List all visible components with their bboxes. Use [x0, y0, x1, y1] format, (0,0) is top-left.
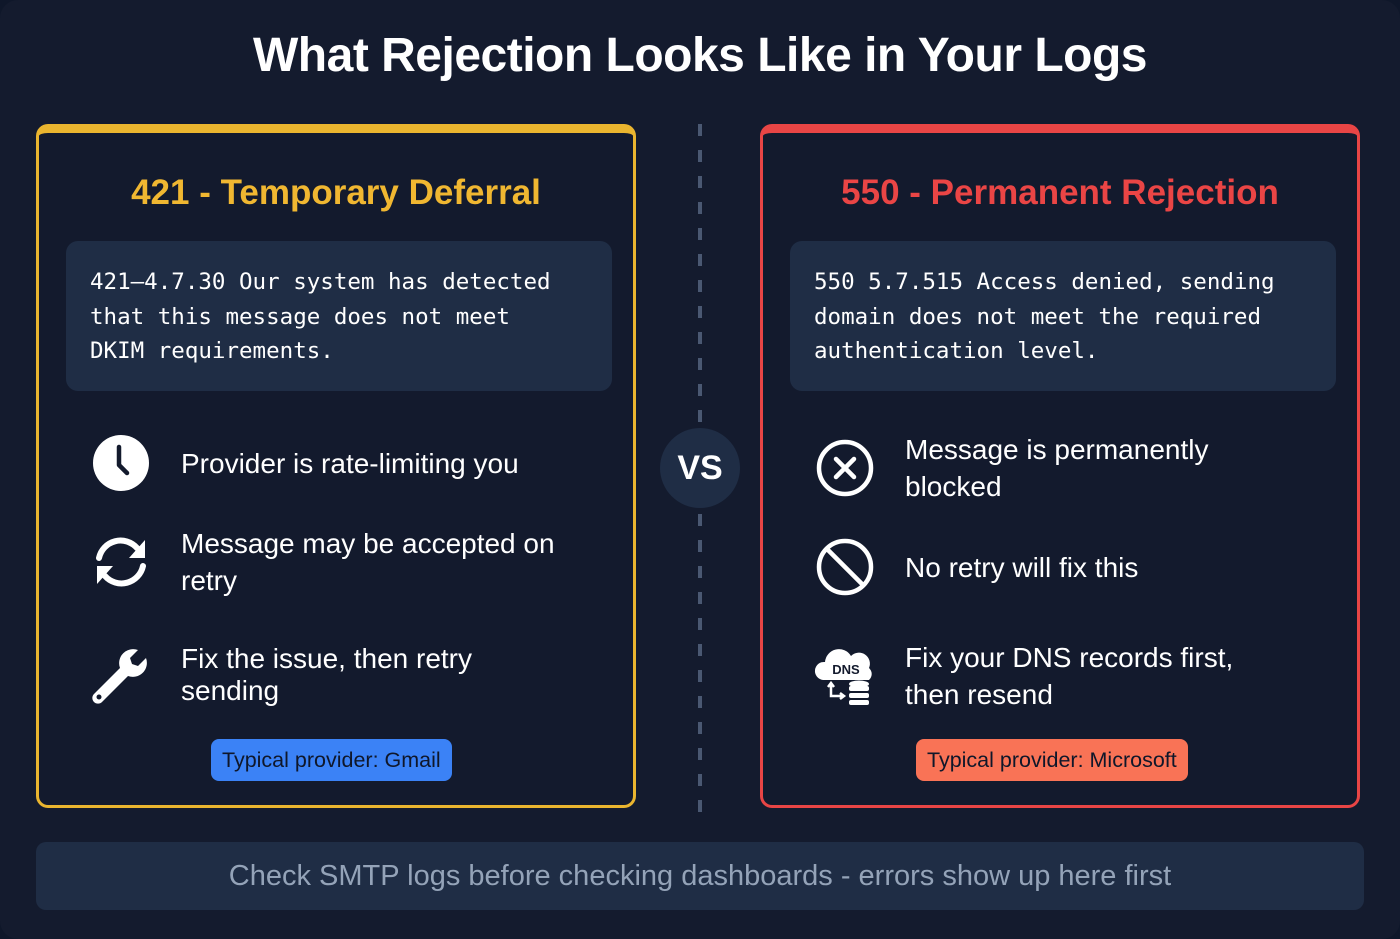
temporary-deferral-card: 421 - Temporary Deferral 421–4.7.30 Our … — [36, 124, 636, 808]
dns-icon: DNS — [813, 644, 877, 708]
list-item: Fix the issue, then retry sending — [89, 643, 609, 707]
svg-text:DNS: DNS — [832, 662, 860, 677]
item-text: Fix the issue, then retry sending — [181, 643, 473, 706]
card-heading: 550 - Permanent Rejection — [841, 173, 1279, 212]
list-item: DNS Fix your DNS records first, then res… — [813, 639, 1333, 713]
item-text: Message may be accepted on retry — [181, 528, 555, 596]
prohibited-icon — [813, 535, 877, 599]
wrench-icon — [89, 643, 153, 707]
list-item: Provider is rate-limiting you — [89, 431, 609, 495]
clock-icon — [89, 431, 153, 495]
item-text: No retry will fix this — [905, 551, 1139, 583]
list-item: Message may be accepted on retry — [89, 525, 609, 599]
log-message-code: 550 5.7.515 Access denied, sending domai… — [790, 241, 1336, 391]
provider-badge: Typical provider: Microsoft — [916, 739, 1188, 781]
item-text: Message is permanently blocked — [905, 434, 1209, 502]
item-text: Provider is rate-limiting you — [181, 447, 519, 479]
page-title: What Rejection Looks Like in Your Logs — [253, 29, 1147, 82]
list-item: Message is permanently blocked — [813, 431, 1333, 505]
list-item: No retry will fix this — [813, 535, 1333, 599]
refresh-icon — [89, 530, 153, 594]
vs-badge: VS — [660, 428, 740, 508]
permanent-rejection-card: 550 - Permanent Rejection 550 5.7.515 Ac… — [760, 124, 1360, 808]
item-text: Fix your DNS records first, then resend — [905, 642, 1234, 710]
footer-tip: Check SMTP logs before checking dashboar… — [36, 842, 1364, 910]
card-heading: 421 - Temporary Deferral — [131, 173, 541, 212]
x-circle-icon — [813, 436, 877, 500]
log-message-code: 421–4.7.30 Our system has detected that … — [66, 241, 612, 391]
provider-badge: Typical provider: Gmail — [211, 739, 452, 781]
